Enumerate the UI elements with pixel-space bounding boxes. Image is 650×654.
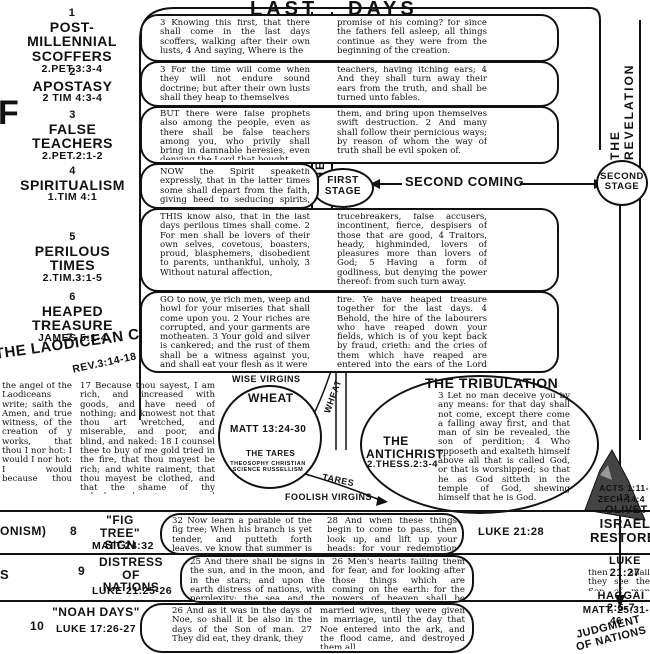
second-stage-label: SECOND STAGE: [596, 160, 648, 206]
box-1: 3 Knowing this first, that there shall c…: [140, 14, 559, 62]
sign-number: 3: [69, 109, 76, 121]
sign-title: APOSTASY: [32, 77, 113, 94]
verse-left: 32 Now learn a parable of the fig tree; …: [172, 517, 312, 551]
sign-1: 1 POST-MILLENNIAL SCOFFERS 2.PET.3:3-4: [6, 7, 138, 75]
lower-10-box: 26 And as it was in the days of Noe, so …: [140, 603, 474, 653]
verse-right: promise of his coming? for since the fat…: [337, 19, 487, 56]
revelation-label: THE REVELATION: [608, 63, 636, 160]
israel-luke: LUKE 21:27: [609, 555, 641, 579]
lower-9-title: DISTRESS OF NATIONS: [98, 555, 163, 595]
lower-10-ref: LUKE 17:26-27: [56, 623, 137, 635]
foolish-virgins: FOOLISH VIRGINS: [285, 492, 373, 502]
sign-title: HEAPED TREASURE: [31, 302, 113, 334]
first-stage-label: FIRST STAGE: [312, 168, 374, 208]
verse-left: GO to now, ye rich men, weep and howl fo…: [160, 296, 310, 368]
wheat-circle: [218, 385, 322, 489]
sign-title: PERILOUS TIMES: [34, 242, 111, 274]
lower-9-box: 25 And there shall be signs in the sun, …: [180, 555, 474, 603]
verse-right: fire. Ye have heaped treasure together f…: [337, 296, 487, 368]
sign-title: POST-MILLENNIAL SCOFFERS: [27, 18, 117, 64]
lower-10-title: "NOAH DAYS": [52, 605, 140, 619]
box-5: THIS know also, that in the last days pe…: [140, 208, 559, 292]
letter-f: F: [0, 94, 20, 132]
laodicea-left: the angel of the Laodiceans write; saith…: [2, 382, 72, 482]
sign-ref: 2.TIM.3:1-5: [42, 271, 103, 284]
wheat-title: WHEAT: [248, 391, 294, 405]
lower-9-ref: LUKE 21:25-26: [92, 585, 173, 597]
wheat-ring-text: THEOSOPHY CHRISTIAN SCIENCE RUSSELLISM: [230, 461, 306, 473]
lower-8-ref: MATT.24:32: [92, 540, 154, 552]
lower-8-box: 32 Now learn a parable of the fig tree; …: [160, 513, 464, 555]
sign-3: 3 FALSE TEACHERS 2.PET.2:1-2: [10, 109, 135, 162]
sign-ref: 2.PET.3:3-4: [41, 62, 103, 75]
verse-left: 3 For the time will come when they will …: [160, 66, 310, 102]
wheat-ref: MATT 13:24-30: [230, 424, 307, 435]
sign-title: FALSE TEACHERS: [31, 120, 113, 152]
sign-number: 2: [69, 66, 76, 78]
israel-title: ISRAEL RESTORED: [590, 516, 650, 545]
lower-9-stub: S: [0, 567, 10, 582]
sign-7: 7: [0, 332, 140, 345]
verse-right: married wives, they were given in marria…: [320, 607, 465, 649]
sign-ref: 1.TIM 4:1: [47, 191, 98, 204]
lower-10-num: 10: [30, 619, 45, 633]
verse-right: trucebreakers, false accusers, incontine…: [337, 213, 487, 287]
verse-left: 26 And as it was in the days of Noe, so …: [172, 607, 312, 644]
laodicea-right: 17 Because thou sayest, I am rich, and i…: [80, 382, 215, 494]
sign-ref: JAMES 5:1-4: [37, 331, 108, 344]
antichrist-ref: 2.THESS.2:3-4: [367, 459, 438, 470]
israel-matt: MATT. 25:31-46: [582, 605, 650, 627]
verse-left: 3 Knowing this first, that there shall c…: [160, 19, 310, 56]
band-top: [0, 510, 650, 512]
sign-5: 5 PERILOUS TIMES 2.TIM.3:1-5: [10, 231, 135, 284]
tribulation-text: 3 Let no man deceive you by any means: f…: [438, 392, 570, 502]
verse-right: them, and bring upon themselves swift de…: [337, 110, 487, 157]
verse-right: teachers, having itching ears; 4 And the…: [337, 66, 487, 102]
second-coming-label: SECOND COMING: [405, 174, 525, 189]
box-2: 3 For the time will come when they will …: [140, 61, 559, 107]
tares-inner: THE TARES: [246, 449, 296, 458]
verse-right: 26 Men's hearts failing them for fear, a…: [332, 558, 465, 600]
sign-ref: 2 TIM 4:3-4: [42, 92, 103, 105]
sign-number: 6: [69, 291, 76, 303]
antichrist-label: THE ANTICHRIST: [366, 434, 444, 461]
sign-number: 4: [69, 165, 76, 177]
second-stage-text: SECOND STAGE: [600, 171, 644, 192]
box-6: GO to now, ye rich men, weep and howl fo…: [140, 291, 559, 373]
israel-haggai: HAGGAI 2:6-7: [597, 590, 645, 614]
box-4: NOW the Spirit speaketh expressly, that …: [140, 163, 319, 209]
verse-left: BUT there were false prophets also among…: [160, 110, 310, 160]
first-stage-text: FIRST STAGE: [324, 175, 362, 197]
lower-9-num: 9: [78, 564, 86, 578]
olivet-ref2: ZECH.14:4: [598, 494, 646, 504]
sign-title: SPIRITUALISM: [20, 176, 125, 193]
verse-right: 28 And when these things begin to come t…: [327, 517, 457, 551]
sign-2: 2 APOSTASY 2 TIM 4:3-4: [10, 66, 135, 105]
israel-text: then shall they see the Son of man comin…: [588, 569, 650, 591]
sign-ref: 2.PET.2:1-2: [42, 149, 103, 162]
wise-virgins: WISE VIRGINS: [232, 374, 301, 384]
sign-number: 5: [69, 231, 76, 243]
sign-number: 1: [68, 7, 76, 19]
verse-left: 25 And there shall be signs in the sun, …: [190, 558, 325, 600]
verse-left: THIS know also, that in the last days pe…: [160, 213, 310, 278]
olivet-ref1: ACTS 1:11-12: [599, 483, 649, 502]
verse-left: NOW the Spirit speaketh expressly, that …: [160, 168, 310, 204]
sign-4: 4 SPIRITUALISM 1.TIM 4:1: [10, 165, 135, 204]
tribulation-title: THE TRIBULATION: [425, 375, 559, 391]
lower-8-side-ref: LUKE 21:28: [478, 526, 545, 538]
lower-8-title: "FIG TREE" SIGN: [99, 513, 141, 553]
box-3: BUT there were false prophets also among…: [140, 106, 559, 164]
lower-8-stub: ONISM): [0, 524, 47, 538]
tribulation-oval: [360, 375, 599, 514]
lower-8-num: 8: [70, 524, 78, 538]
sign-number: 7: [66, 332, 74, 344]
sign-6: 6 HEAPED TREASURE JAMES 5:1-4: [10, 291, 135, 344]
